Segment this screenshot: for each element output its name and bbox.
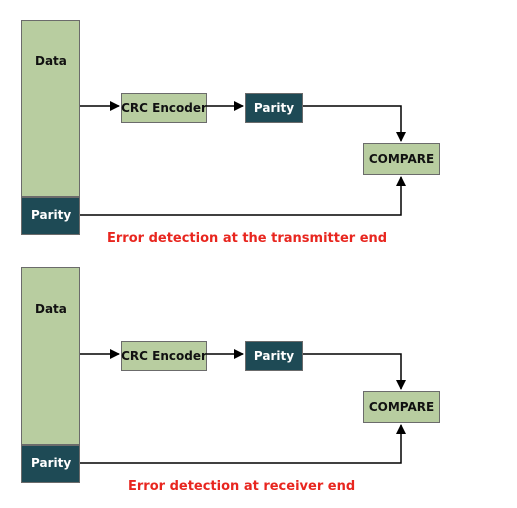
parity-segment-top	[21, 197, 80, 235]
parity-segment-bottom	[21, 445, 80, 483]
data-column-bottom	[21, 267, 80, 445]
crc-encoder-box-bottom: CRC Encoder	[121, 341, 207, 371]
data-label-bottom: Data	[35, 302, 67, 316]
parity-box-bottom: Parity	[245, 341, 303, 371]
parity-segment-label-bottom: Parity	[31, 456, 72, 470]
arrow-parity-to-compare-bottom	[303, 353, 406, 390]
caption-top: Error detection at the transmitter end	[107, 231, 388, 246]
arrow-sideparity-to-compare-bottom	[80, 424, 406, 464]
data-label-top: Data	[35, 54, 67, 68]
arrow-sideparity-to-compare-top	[80, 176, 406, 216]
parity-segment-label-top: Parity	[31, 208, 72, 222]
parity-box-top: Parity	[245, 93, 303, 123]
arrow-parity-to-compare-top	[303, 105, 406, 142]
crc-encoder-box-top: CRC Encoder	[121, 93, 207, 123]
compare-box-top: COMPARE	[363, 143, 440, 175]
data-column-top	[21, 20, 80, 197]
compare-box-bottom: COMPARE	[363, 391, 440, 423]
caption-bottom: Error detection at receiver end	[128, 479, 356, 494]
